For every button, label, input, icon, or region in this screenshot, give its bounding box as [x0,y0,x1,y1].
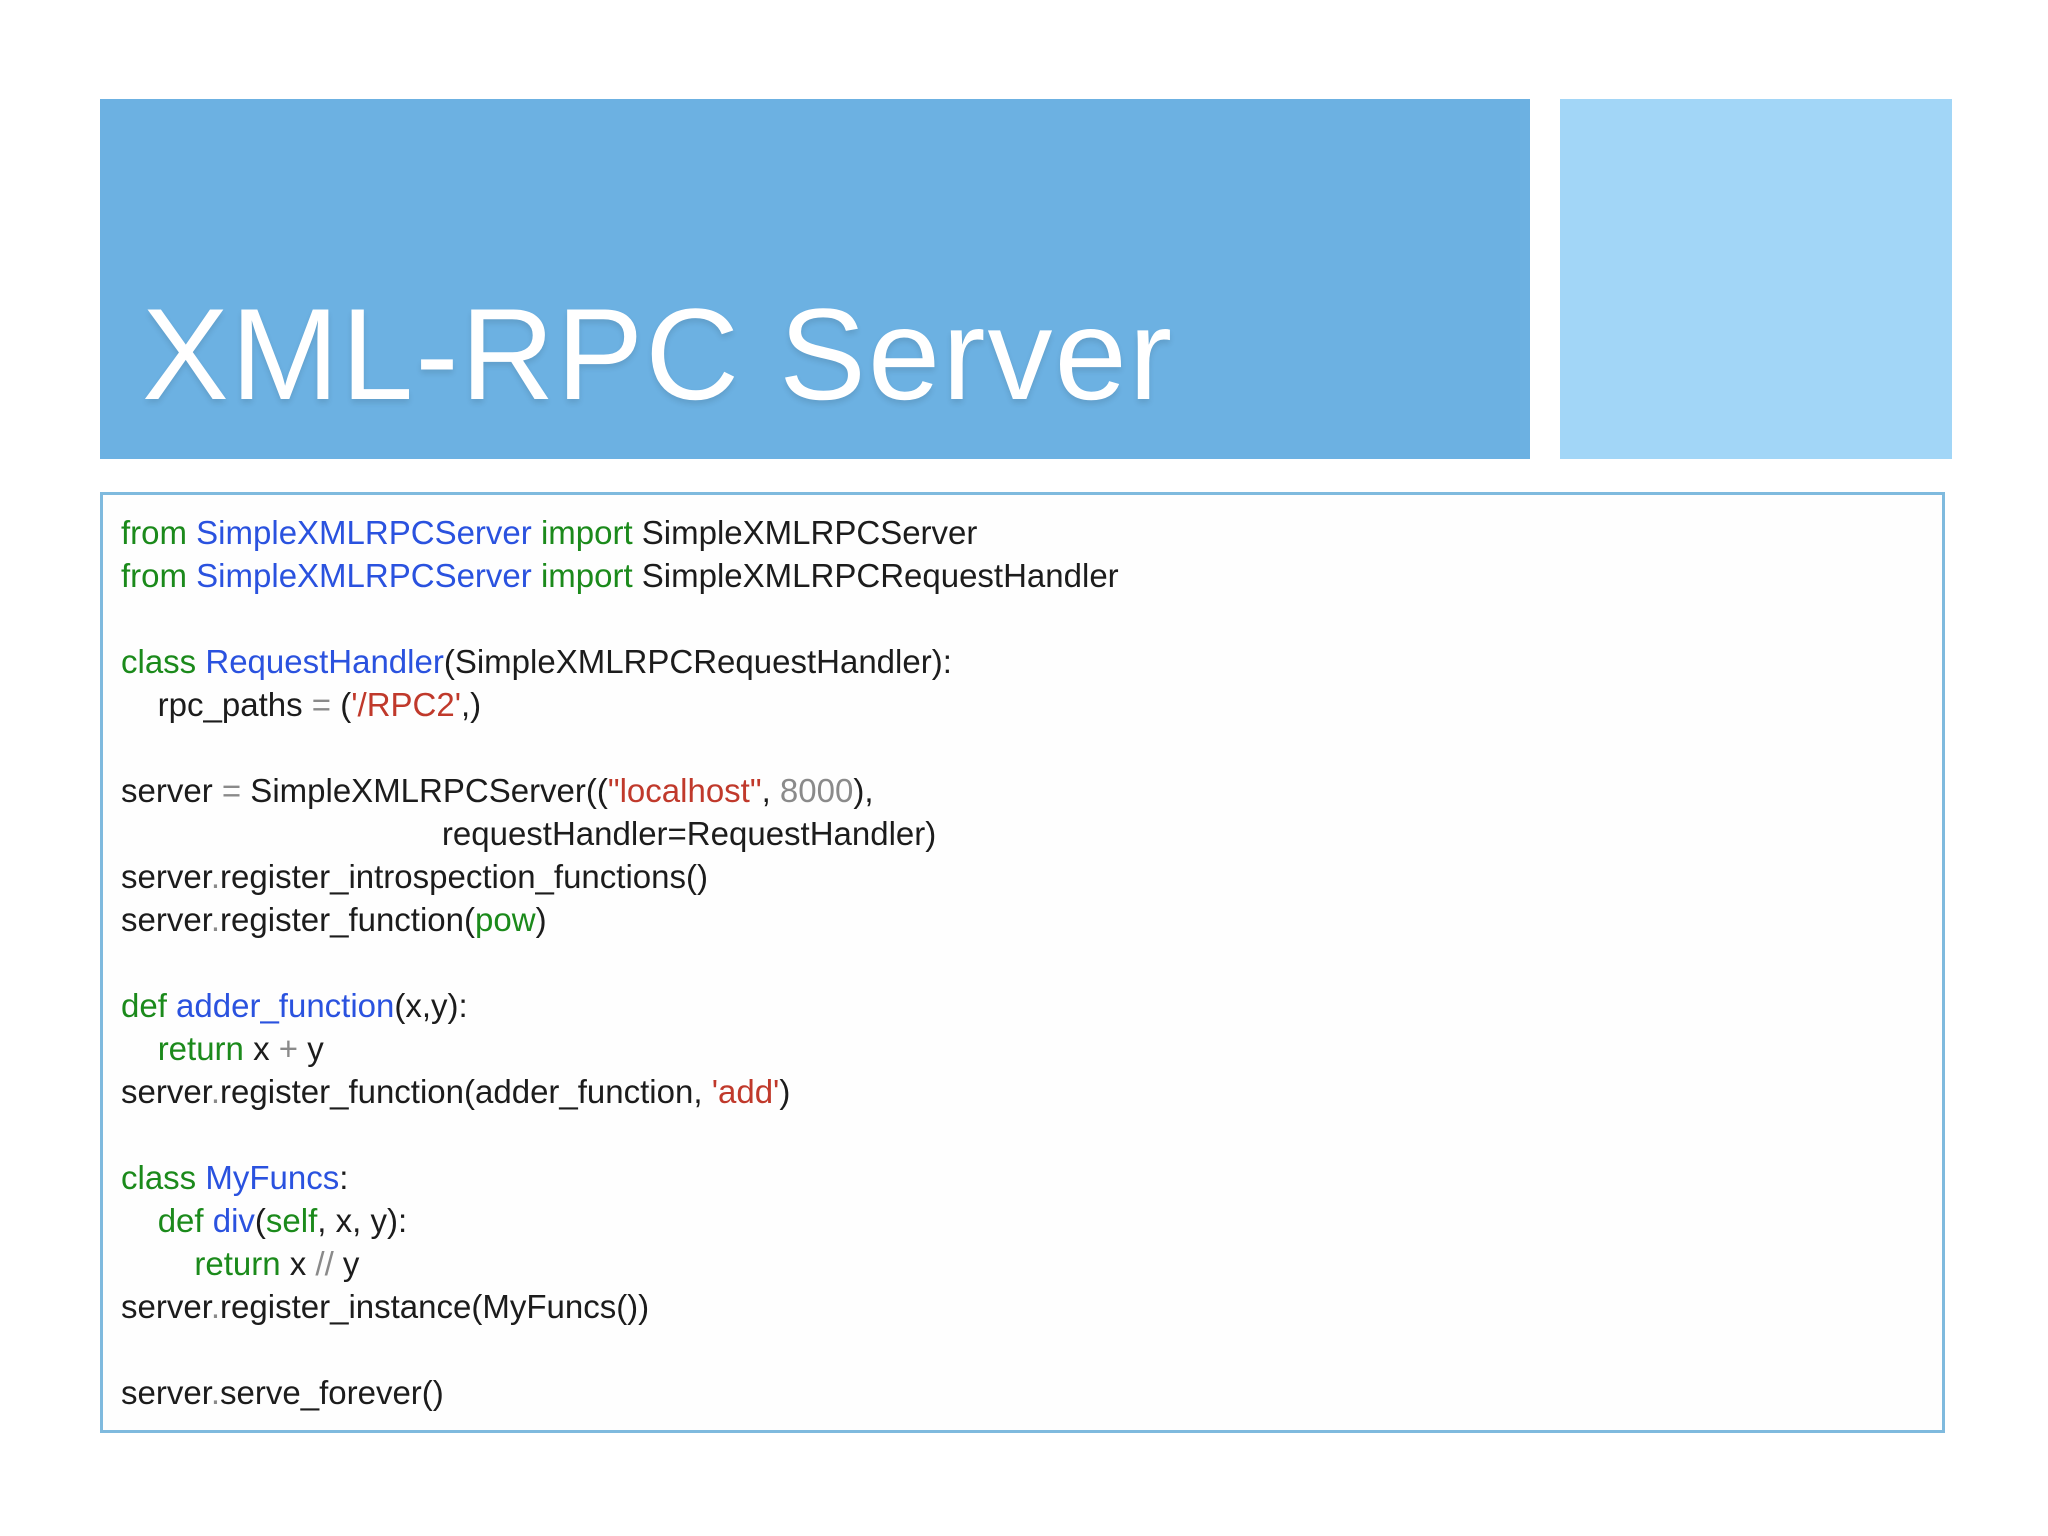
code-line: return x + y [157,1030,324,1067]
slide-title: XML-RPC Server [142,281,1175,427]
code-line [121,1328,1930,1371]
code-line: from SimpleXMLRPCServer import SimpleXML… [121,557,1119,594]
code-line [121,726,1930,769]
code-line [121,1113,1930,1156]
code-line: server.register_function(adder_function,… [121,1073,791,1110]
code-line: server.serve_forever() [121,1374,444,1411]
code-line: server.register_introspection_functions(… [121,858,708,895]
code-line [121,941,1930,984]
code-line: server = SimpleXMLRPCServer(("localhost"… [121,772,874,809]
code-line: rpc_paths = ('/RPC2',) [121,686,482,723]
title-banner: XML-RPC Server [100,99,1530,459]
code-line: requestHandler=RequestHandler) [121,815,937,852]
code-line: return x // y [194,1245,360,1282]
code-line: class RequestHandler(SimpleXMLRPCRequest… [121,643,952,680]
code-line: def adder_function(x,y): [121,987,468,1024]
code-block: from SimpleXMLRPCServer import SimpleXML… [100,492,1945,1433]
code-line: server.register_function(pow) [121,901,547,938]
code-line: def div(self, x, y): [157,1202,408,1239]
code-line: server.register_instance(MyFuncs()) [121,1288,650,1325]
code-line: from SimpleXMLRPCServer import SimpleXML… [121,514,978,551]
accent-square [1560,99,1952,459]
code-line: class MyFuncs: [121,1159,349,1196]
code-line [121,597,1930,640]
